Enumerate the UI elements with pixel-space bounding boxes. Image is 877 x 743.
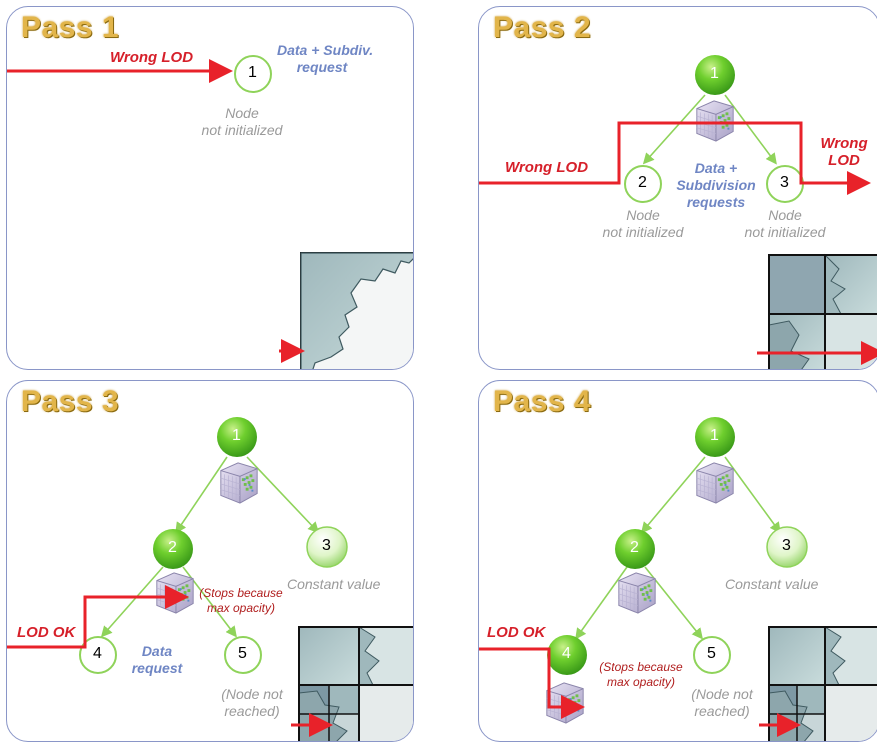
node-1 — [217, 417, 257, 457]
edge-1-2 — [640, 456, 706, 534]
request-line-1: Data — [141, 643, 173, 659]
edge-2-4 — [100, 566, 164, 638]
request-line-1: Data + Subdiv. — [277, 42, 374, 58]
brick-icon — [618, 572, 656, 614]
node-2-number: 2 — [630, 539, 639, 556]
node-5-number: 5 — [238, 645, 247, 662]
node-3-number: 3 — [782, 537, 791, 554]
pass-4-diagram — [479, 417, 877, 741]
node-4 — [79, 636, 117, 674]
request-line-2: request — [131, 660, 183, 676]
panel-title: Pass 3 — [21, 385, 120, 418]
wrong-lod-right-label: Wrong LOD — [813, 135, 875, 169]
request-label: Data + Subdiv. request — [277, 42, 374, 76]
not-reached-line-2: reached) — [694, 703, 750, 719]
stop-note-line-2: max opacity) — [206, 601, 276, 615]
node-1-outline — [234, 55, 272, 93]
panel-title: Pass 2 — [493, 11, 592, 44]
brick-icon — [696, 462, 734, 504]
edge-1-2 — [175, 456, 228, 534]
pass-2-diagram — [479, 55, 877, 369]
request-line-1: Data + — [694, 160, 738, 176]
edge-1-3 — [246, 456, 320, 534]
request-line-2: request — [296, 59, 348, 75]
node-2-number: 2 — [638, 174, 647, 191]
node-5 — [693, 636, 731, 674]
node-1 — [695, 55, 735, 95]
pass-1-diagram — [7, 55, 413, 369]
node-5-number: 5 — [707, 645, 716, 662]
stop-note: (Stops because max opacity) — [193, 586, 289, 616]
edge-1-3 — [724, 94, 777, 165]
not-reached-label: (Node not reached) — [677, 686, 767, 720]
request-line-3: requests — [686, 194, 746, 210]
node-5 — [224, 636, 262, 674]
node-status-line-1: Node — [225, 105, 259, 121]
node-2 — [153, 529, 193, 569]
constant-value-label: Constant value — [287, 576, 381, 592]
stop-note: (Stops because max opacity) — [591, 660, 691, 690]
traversal-arrow — [7, 585, 189, 649]
pass-3-diagram — [7, 417, 413, 741]
map-thumbnail — [768, 253, 877, 369]
node-3 — [766, 526, 808, 568]
node-1-number: 1 — [232, 427, 241, 444]
brick-icon — [546, 682, 584, 724]
node-2-status-line-2: not initialized — [602, 224, 684, 240]
traversal-arrow — [479, 121, 871, 195]
node-1-number: 1 — [710, 65, 719, 82]
node-3 — [306, 526, 348, 568]
node-3-status-line-1: Node — [768, 207, 802, 223]
not-reached-label: (Node not reached) — [207, 686, 297, 720]
node-4-number: 4 — [562, 645, 571, 662]
node-2 — [624, 165, 662, 203]
edge-1-3 — [724, 456, 781, 534]
brick-icon — [156, 572, 194, 614]
edge-1-2 — [642, 94, 706, 165]
request-line-2: Subdivision — [676, 177, 756, 193]
lod-ok-label: LOD OK — [487, 624, 546, 641]
panel-title: Pass 4 — [493, 385, 592, 418]
wrong-lod-label: Wrong LOD — [110, 49, 194, 66]
node-4-number: 4 — [93, 645, 102, 662]
map-thumbnail — [300, 252, 413, 369]
traversal-arrow — [479, 647, 585, 719]
node-status-line-2: not initialized — [201, 122, 283, 138]
node-1-number: 1 — [710, 427, 719, 444]
wrong-lod-right-line-2: LOD — [828, 152, 860, 169]
request-label: Data + Subdivision requests — [674, 160, 758, 211]
node-1-number: 1 — [248, 64, 257, 81]
node-2-status-line-1: Node — [626, 207, 660, 223]
node-4 — [547, 635, 587, 675]
map-thumbnail — [298, 626, 413, 741]
stop-note-line-1: (Stops because — [599, 660, 683, 674]
node-3-number: 3 — [780, 174, 789, 191]
not-reached-line-2: reached) — [224, 703, 280, 719]
panel-title: Pass 1 — [21, 11, 120, 44]
brick-icon — [220, 462, 258, 504]
wrong-lod-left-label: Wrong LOD — [505, 159, 589, 176]
panel-pass-1: Pass 1 Wrong LOD 1 Data + Subdiv. reques… — [6, 6, 414, 370]
brick-icon — [696, 100, 734, 142]
constant-value-label: Constant value — [725, 576, 819, 592]
stop-note-line-2: max opacity) — [606, 675, 676, 689]
node-3-status-label: Node not initialized — [725, 207, 845, 241]
lod-ok-label: LOD OK — [17, 624, 76, 641]
node-2 — [615, 529, 655, 569]
node-status-label: Node not initialized — [187, 105, 297, 139]
request-label: Data request — [125, 643, 189, 677]
stop-note-line-1: (Stops because — [199, 586, 283, 600]
node-1 — [695, 417, 735, 457]
panel-pass-3: Pass 3 1 2 3 4 5 LOD OK (Stops because m… — [6, 380, 414, 742]
node-2-status-label: Node not initialized — [583, 207, 703, 241]
node-3-status-line-2: not initialized — [744, 224, 826, 240]
not-reached-line-1: (Node not — [691, 686, 753, 702]
node-3-number: 3 — [322, 537, 331, 554]
panel-pass-4: Pass 4 1 2 3 4 5 LOD OK (Stops because m… — [478, 380, 877, 742]
not-reached-line-1: (Node not — [221, 686, 283, 702]
panel-pass-2: Pass 2 1 2 3 Wrong LOD Wrong LOD Data + … — [478, 6, 877, 370]
edge-2-4 — [575, 566, 628, 640]
node-2-number: 2 — [168, 539, 177, 556]
wrong-lod-right-line-1: Wrong — [820, 135, 868, 152]
